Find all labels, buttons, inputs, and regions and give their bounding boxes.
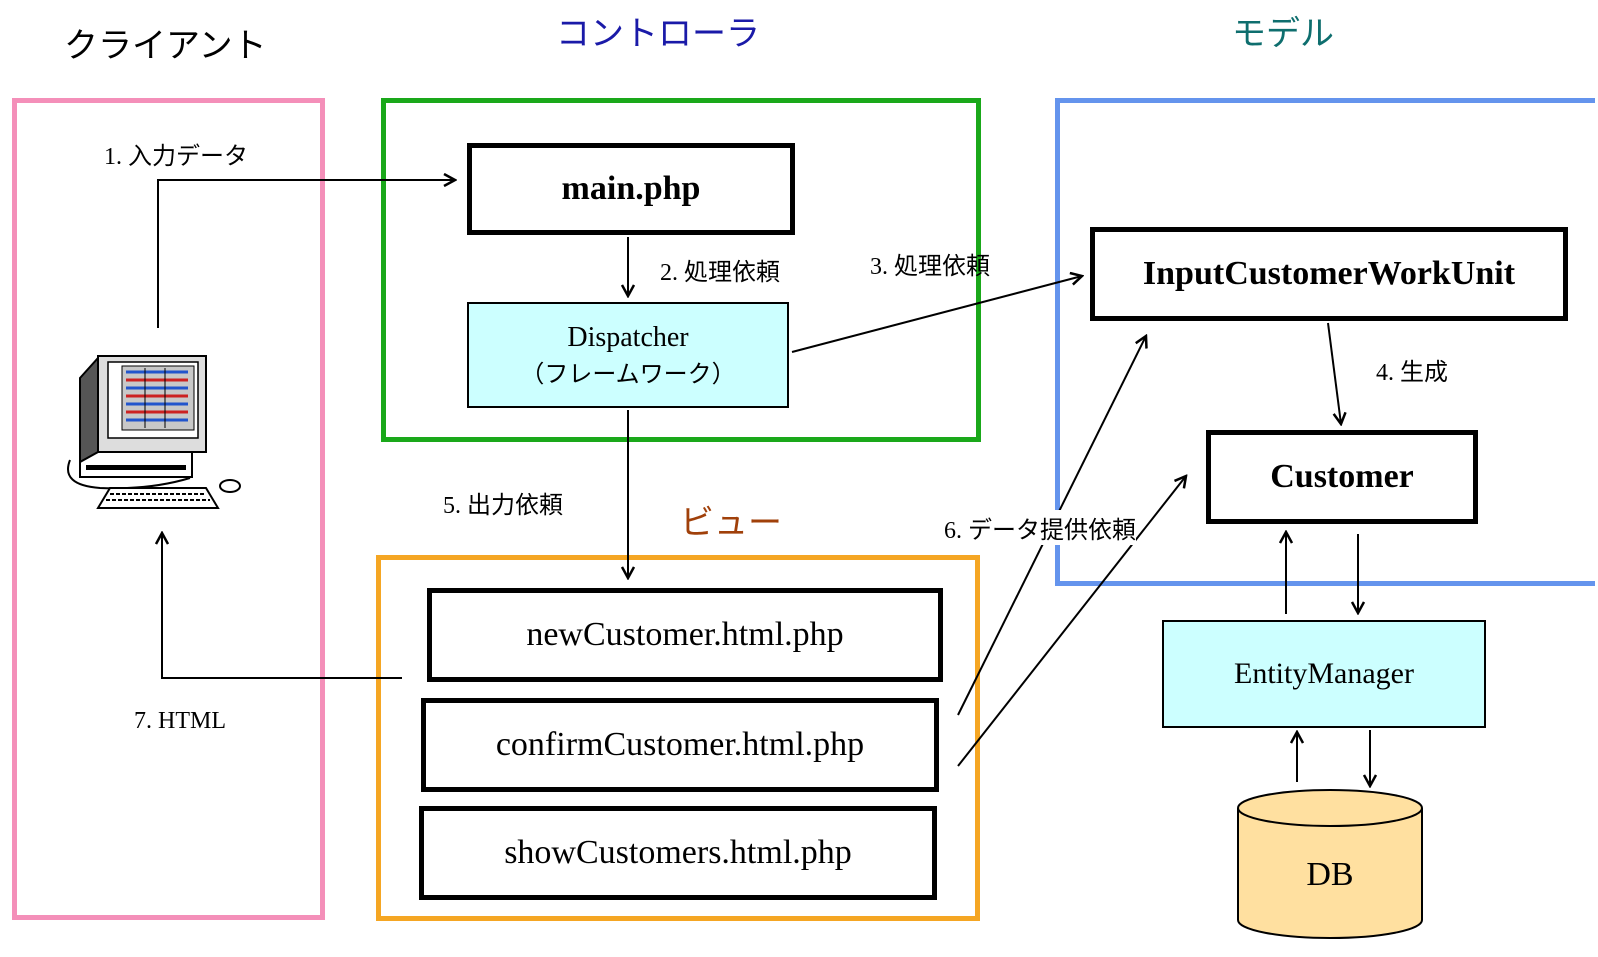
desktop-computer-icon xyxy=(67,355,241,509)
customer-box: Customer xyxy=(1206,430,1478,524)
arrow-create xyxy=(1327,322,1341,424)
step-6-label: 6. データ提供依頼 xyxy=(944,510,1136,545)
arrow-input-data xyxy=(157,180,455,328)
entity-manager-label: EntityManager xyxy=(1234,657,1414,690)
arrow-process-request-3 xyxy=(791,276,1082,353)
client-heading: クライアント xyxy=(64,26,267,66)
view-heading: ビュー xyxy=(680,503,782,543)
input-customer-work-unit-box: InputCustomerWorkUnit xyxy=(1090,227,1568,321)
main-php-box: main.php xyxy=(467,143,795,235)
confirm-customer-label: confirmCustomer.html.php xyxy=(495,726,865,763)
client-panel xyxy=(12,98,325,920)
confirm-customer-box: confirmCustomer.html.php xyxy=(421,698,939,792)
main-php-label: main.php xyxy=(561,170,701,207)
show-customers-label: showCustomers.html.php xyxy=(504,834,852,871)
view-panel xyxy=(376,555,980,921)
controller-panel xyxy=(381,98,981,442)
arrow-data-request-b xyxy=(957,476,1186,767)
dispatcher-label: Dispatcher xyxy=(567,321,689,353)
entity-manager-box: EntityManager xyxy=(1162,620,1486,728)
step-1-label: 1. 入力データ xyxy=(104,144,248,170)
dispatcher-sublabel: （フレームワーク） xyxy=(520,359,736,388)
new-customer-box: newCustomer.html.php xyxy=(427,588,943,682)
dispatcher-box: Dispatcher （フレームワーク） xyxy=(467,302,789,408)
step-7-label: 7. HTML xyxy=(134,708,226,734)
db-cylinder xyxy=(1237,789,1423,939)
arrow-html xyxy=(162,533,402,679)
controller-heading: コントローラ xyxy=(556,14,760,54)
show-customers-box: showCustomers.html.php xyxy=(419,806,937,900)
db-label: DB xyxy=(1306,856,1354,893)
step-5-label: 5. 出力依頼 xyxy=(443,493,563,519)
customer-label: Customer xyxy=(1270,458,1414,495)
step-3-label: 3. 処理依頼 xyxy=(870,254,990,280)
new-customer-label: newCustomer.html.php xyxy=(526,616,844,653)
step-4-label: 4. 生成 xyxy=(1376,360,1448,386)
model-heading: モデル xyxy=(1232,14,1334,54)
step-2-label: 2. 処理依頼 xyxy=(660,260,780,286)
model-panel xyxy=(1055,98,1595,586)
input-customer-work-unit-label: InputCustomerWorkUnit xyxy=(1142,255,1516,292)
